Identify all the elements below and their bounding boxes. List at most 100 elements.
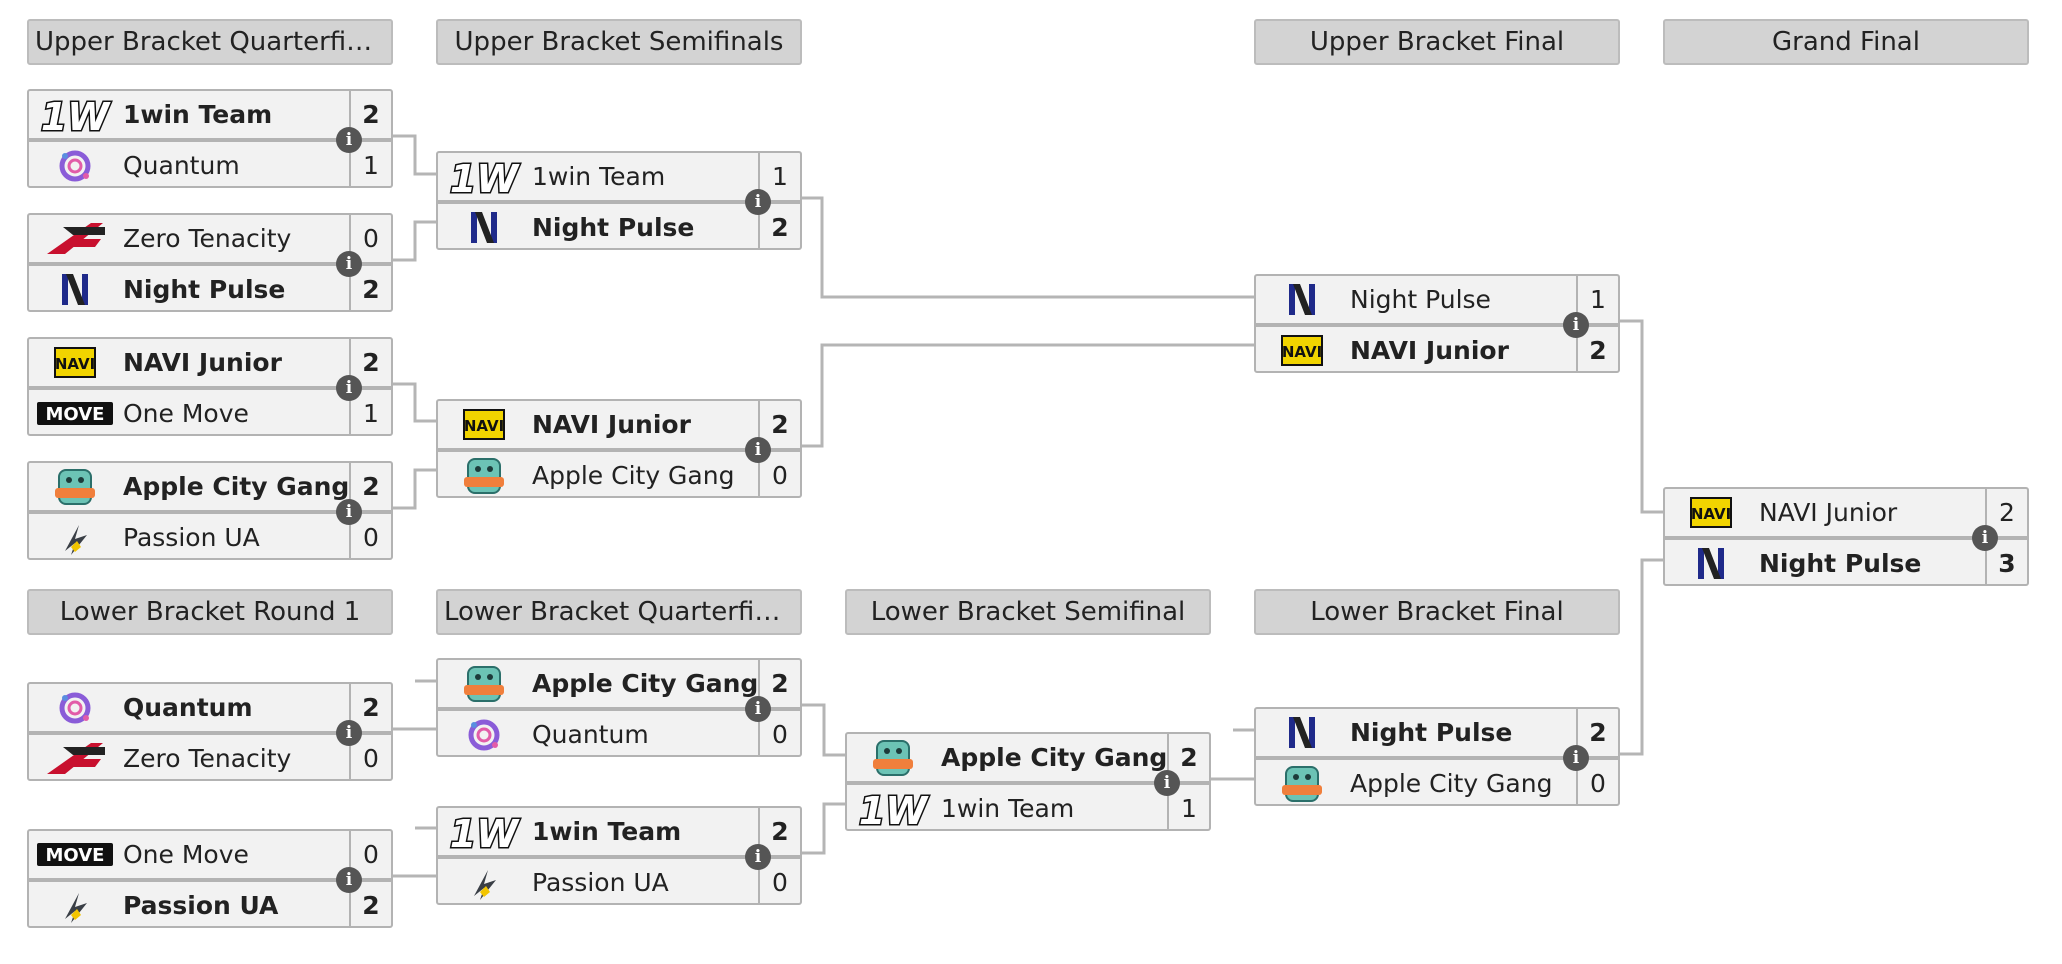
match-info-icon[interactable]: i (336, 127, 362, 153)
team-name[interactable]: Quantum (532, 720, 649, 749)
team-name[interactable]: Zero Tenacity (123, 224, 292, 253)
team-name[interactable]: Passion UA (123, 891, 279, 920)
match-info-icon[interactable]: i (745, 844, 771, 870)
team-name[interactable]: Apple City Gang (941, 743, 1168, 772)
zero-tenacity-logo-icon (35, 218, 115, 259)
team-score: 2 (362, 693, 380, 722)
match-info-icon[interactable]: i (336, 251, 362, 277)
team-name[interactable]: Zero Tenacity (123, 744, 292, 773)
team-name[interactable]: One Move (123, 840, 249, 869)
team-score: 2 (771, 669, 789, 698)
team-name[interactable]: Passion UA (123, 523, 260, 552)
team-name[interactable]: NAVI Junior (532, 410, 691, 439)
team-name[interactable]: Apple City Gang (532, 461, 735, 490)
team-row[interactable]: Apple City Gang 2 (438, 660, 800, 707)
match-info-icon[interactable]: i (1563, 312, 1589, 338)
team-name[interactable]: NAVI Junior (123, 348, 282, 377)
apple-city-gang-logo-icon (35, 466, 115, 507)
match-info-icon[interactable]: i (336, 375, 362, 401)
team-name[interactable]: Apple City Gang (532, 669, 759, 698)
match-info-icon[interactable]: i (1972, 525, 1998, 551)
team-name[interactable]: Quantum (123, 693, 253, 722)
team-name[interactable]: 1win Team (941, 794, 1075, 823)
team-name[interactable]: 1win Team (532, 817, 682, 846)
team-name[interactable]: NAVI Junior (1350, 336, 1509, 365)
match-info-icon[interactable]: i (336, 867, 362, 893)
team-name[interactable]: 1win Team (123, 100, 273, 129)
team-row[interactable]: Passion UA 0 (438, 859, 800, 906)
team-name[interactable]: Night Pulse (1350, 718, 1513, 747)
bracket-connector (802, 802, 845, 855)
match-info-icon[interactable]: i (1563, 745, 1589, 771)
round-header-ubf: Upper Bracket Final (1254, 19, 1620, 65)
match-info-icon[interactable]: i (745, 189, 771, 215)
match-divider (1665, 536, 2027, 540)
match-info-icon[interactable]: i (745, 696, 771, 722)
match-info-icon[interactable]: i (336, 720, 362, 746)
match-info-icon[interactable]: i (336, 499, 362, 525)
round-header-ubqf: Upper Bracket Quarterfin... (27, 19, 393, 65)
team-name[interactable]: Quantum (123, 151, 240, 180)
team-name[interactable]: NAVI Junior (1759, 498, 1898, 527)
round-title: Lower Bracket Round 1 (59, 597, 361, 627)
passion-ua-logo-icon (35, 517, 115, 558)
team-name[interactable]: Night Pulse (123, 275, 286, 304)
team-name[interactable]: Passion UA (532, 868, 669, 897)
team-score: 2 (1589, 336, 1607, 365)
match-divider (438, 855, 800, 859)
team-name[interactable]: Apple City Gang (1350, 769, 1553, 798)
bracket-connector (1620, 558, 1663, 756)
night-pulse-logo-icon (444, 207, 524, 248)
team-score: 1 (772, 162, 788, 191)
team-name[interactable]: Apple City Gang (123, 472, 350, 501)
team-name[interactable]: One Move (123, 399, 249, 428)
team-score: 0 (772, 868, 788, 897)
team-name[interactable]: Night Pulse (1759, 549, 1922, 578)
match-info-icon[interactable]: i (1154, 770, 1180, 796)
team-name[interactable]: Night Pulse (532, 213, 695, 242)
match-info-icon[interactable]: i (745, 437, 771, 463)
team-name[interactable]: Night Pulse (1350, 285, 1491, 314)
team-row[interactable]: Quantum 2 (29, 684, 391, 731)
team-name[interactable]: 1win Team (532, 162, 666, 191)
